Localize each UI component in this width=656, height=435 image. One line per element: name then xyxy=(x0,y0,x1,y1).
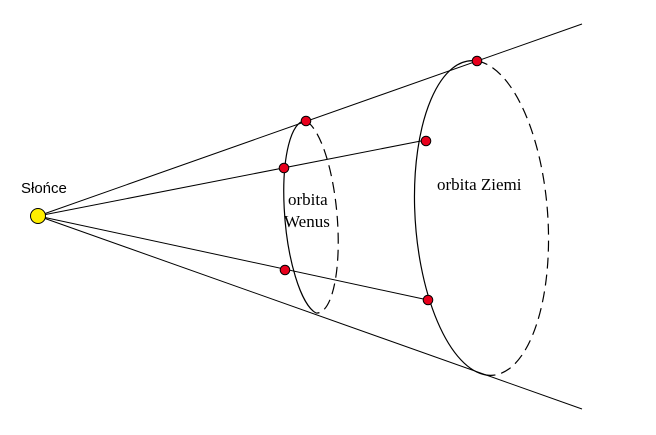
venus-position-marker xyxy=(300,115,312,127)
earth-orbit-front xyxy=(413,60,487,376)
venus-orbit-label-line2: Wenus xyxy=(284,212,330,231)
earth-position-marker xyxy=(422,294,434,306)
sun-marker xyxy=(30,208,46,224)
earth-position-marker xyxy=(471,55,483,67)
venus-orbit-label-line1: orbita xyxy=(288,190,328,209)
venus-orbit-back xyxy=(305,120,339,314)
sun-label: Słońce xyxy=(21,180,67,197)
venus-position-marker xyxy=(278,162,290,174)
ray-lower-outer xyxy=(37,215,583,410)
venus-orbit-front xyxy=(283,120,317,314)
ray-upper-inner xyxy=(37,139,427,217)
ray-lower-inner xyxy=(37,215,429,301)
earth-position-marker xyxy=(420,135,432,147)
earth-orbit-back xyxy=(476,60,550,376)
earth-orbit-label: orbita Ziemi xyxy=(437,175,522,194)
venus-position-marker xyxy=(279,264,291,276)
